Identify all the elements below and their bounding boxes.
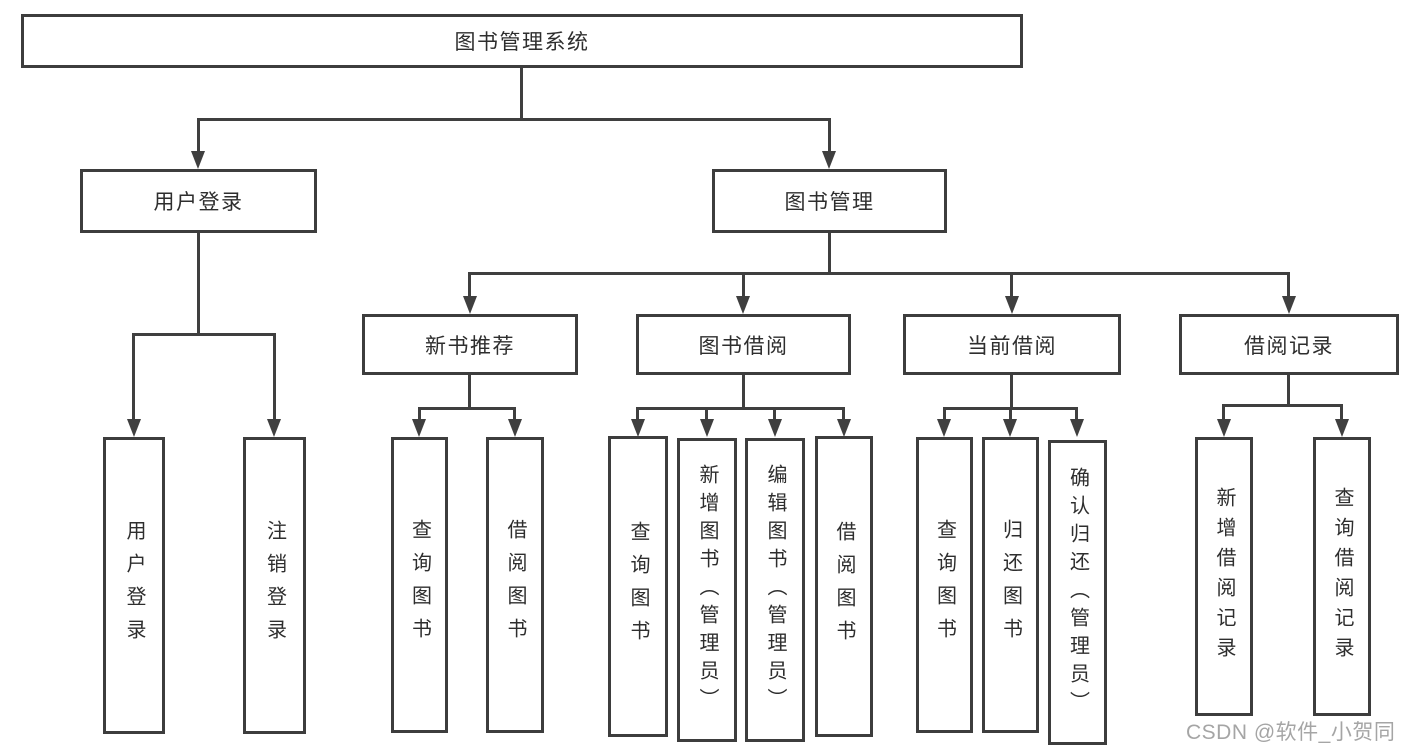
connector-line — [1287, 375, 1290, 407]
leaf-edit-book-admin-label: 编辑图书（管理员） — [764, 464, 786, 716]
leaf-add-borrow-record-label: 新增借阅记录 — [1213, 486, 1235, 667]
connector-line — [273, 333, 276, 421]
leaf-query-books-current-label: 查询图书 — [933, 519, 956, 651]
node-book-borrow: 图书借阅 — [636, 314, 851, 375]
leaf-borrow-books-recommend: 借阅图书 — [486, 437, 544, 733]
leaf-logout-label: 注销登录 — [263, 519, 286, 652]
leaf-query-books-current: 查询图书 — [916, 437, 973, 733]
connector-line — [705, 407, 708, 421]
leaf-return-books: 归还图书 — [982, 437, 1039, 733]
leaf-borrow-books-borrow: 借阅图书 — [815, 436, 873, 737]
arrow-down-icon — [1335, 419, 1349, 437]
leaf-logout: 注销登录 — [243, 437, 306, 734]
arrow-down-icon — [508, 419, 522, 437]
arrow-down-icon — [412, 419, 426, 437]
node-root-system: 图书管理系统 — [21, 14, 1023, 68]
leaf-confirm-return-admin-label: 确认归还（管理员） — [1066, 466, 1089, 719]
node-root-label: 图书管理系统 — [454, 31, 590, 54]
connector-line — [418, 407, 421, 421]
node-borrow-records: 借阅记录 — [1179, 314, 1399, 375]
connector-line — [943, 407, 946, 421]
connector-line — [742, 375, 745, 410]
node-current-borrow: 当前借阅 — [903, 314, 1121, 375]
leaf-add-book-admin-label: 新增图书（管理员） — [696, 464, 718, 716]
connector-line — [828, 233, 831, 275]
leaf-return-books-label: 归还图书 — [999, 519, 1022, 651]
arrow-down-icon — [937, 419, 951, 437]
connector-line — [520, 68, 523, 120]
leaf-user-login-label: 用户登录 — [123, 519, 145, 652]
arrow-down-icon — [1005, 296, 1019, 314]
connector-line — [132, 333, 135, 421]
leaf-add-book-admin: 新增图书（管理员） — [677, 438, 737, 742]
connector-line — [468, 375, 471, 410]
arrow-down-icon — [1217, 419, 1231, 437]
node-new-book-recommend: 新书推荐 — [362, 314, 578, 375]
connector-line — [1222, 404, 1225, 421]
arrow-down-icon — [736, 296, 750, 314]
arrow-down-icon — [191, 151, 205, 169]
connector-line — [1010, 375, 1013, 410]
leaf-confirm-return-admin: 确认归还（管理员） — [1048, 440, 1107, 745]
arrow-down-icon — [837, 419, 851, 437]
connector-line — [636, 407, 639, 421]
arrow-down-icon — [768, 419, 782, 437]
connector-line — [197, 233, 200, 336]
arrow-down-icon — [700, 419, 714, 437]
connector-line — [828, 118, 831, 153]
node-new-book-recommend-label: 新书推荐 — [425, 334, 515, 358]
leaf-query-borrow-record-label: 查询借阅记录 — [1331, 486, 1353, 667]
leaf-user-login: 用户登录 — [103, 437, 165, 734]
leaf-borrow-books-recommend-label: 借阅图书 — [504, 519, 526, 651]
connector-line — [418, 407, 516, 410]
arrow-down-icon — [1003, 419, 1017, 437]
arrow-down-icon — [822, 151, 836, 169]
connector-line — [132, 333, 276, 336]
arrow-down-icon — [631, 419, 645, 437]
leaf-query-borrow-record: 查询借阅记录 — [1313, 437, 1371, 716]
watermark: CSDN @软件_小贺同学 — [1186, 721, 1396, 744]
node-user-login-label: 用户登录 — [153, 191, 244, 214]
connector-line — [1340, 404, 1343, 421]
leaf-query-books-recommend: 查询图书 — [391, 437, 448, 733]
arrow-down-icon — [1282, 296, 1296, 314]
node-user-login: 用户登录 — [80, 169, 317, 233]
leaf-query-books-borrow: 查询图书 — [608, 436, 668, 737]
connector-line — [468, 272, 1290, 275]
connector-line — [1009, 407, 1012, 421]
connector-line — [468, 272, 471, 298]
connector-line — [636, 407, 845, 410]
arrow-down-icon — [267, 419, 281, 437]
node-borrow-records-label: 借阅记录 — [1244, 334, 1334, 358]
arrow-down-icon — [127, 419, 141, 437]
connector-line — [197, 118, 831, 121]
leaf-query-books-borrow-label: 查询图书 — [627, 520, 649, 653]
node-book-management: 图书管理 — [712, 169, 947, 233]
connector-line — [1222, 404, 1343, 407]
arrow-down-icon — [463, 296, 477, 314]
arrow-down-icon — [1070, 419, 1084, 437]
connector-line — [742, 272, 745, 298]
connector-line — [1075, 407, 1078, 421]
node-current-borrow-label: 当前借阅 — [967, 334, 1057, 358]
connector-line — [197, 118, 200, 153]
node-book-management-label: 图书管理 — [784, 191, 875, 214]
leaf-add-borrow-record: 新增借阅记录 — [1195, 437, 1253, 716]
connector-line — [842, 407, 845, 421]
connector-line — [773, 407, 776, 421]
leaf-query-books-recommend-label: 查询图书 — [408, 519, 431, 651]
leaf-edit-book-admin: 编辑图书（管理员） — [745, 438, 805, 742]
leaf-borrow-books-borrow-label: 借阅图书 — [833, 520, 855, 653]
connector-line — [513, 407, 516, 421]
node-book-borrow-label: 图书借阅 — [698, 334, 789, 358]
connector-line — [1287, 272, 1290, 298]
connector-line — [1010, 272, 1013, 298]
